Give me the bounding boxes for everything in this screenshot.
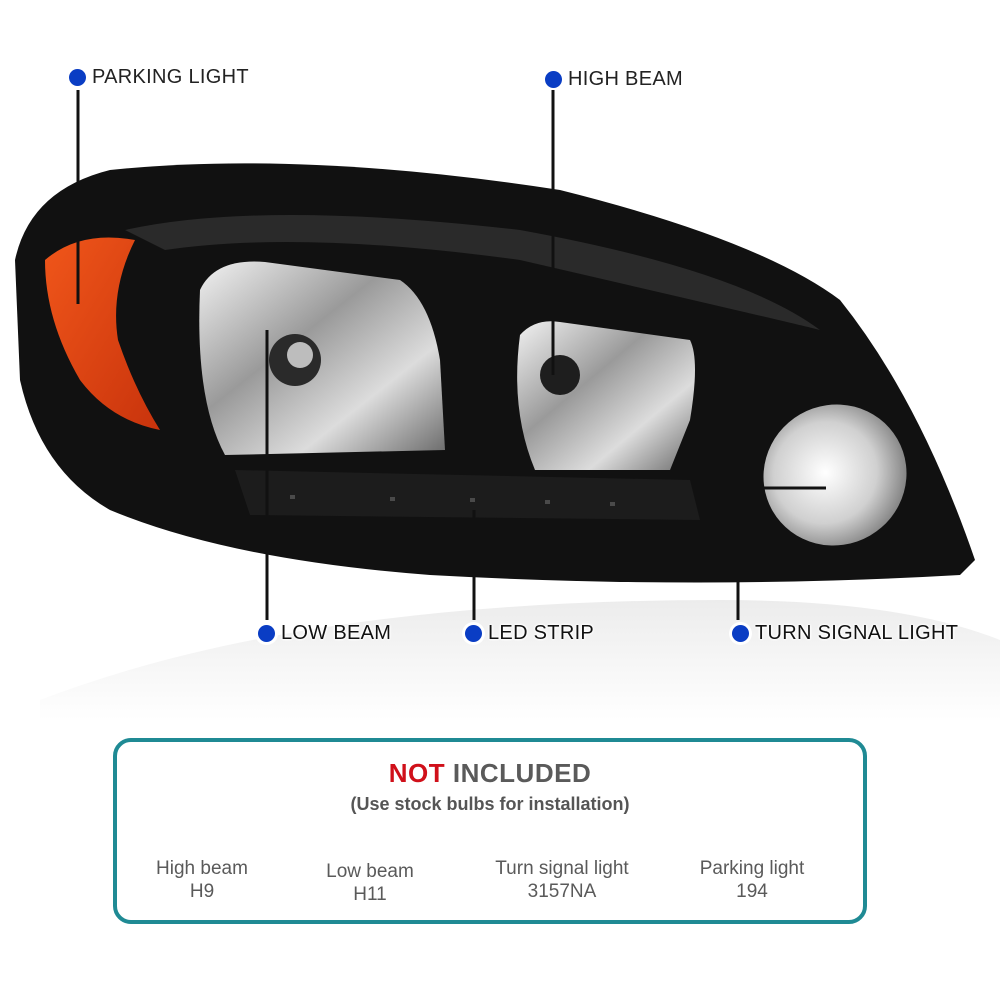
not-included-notice: NOT INCLUDED (Use stock bulbs for instal…	[113, 738, 867, 924]
dot-marker-icon	[545, 71, 562, 88]
bulb-spec-low-beam: Low beam H11	[310, 860, 430, 906]
notice-title-highlight: NOT	[388, 758, 446, 788]
bulb-label: Parking light	[699, 858, 805, 879]
callout-turn-signal-light: TURN SIGNAL LIGHT	[732, 622, 958, 645]
callout-led-strip: LED STRIP	[465, 622, 594, 645]
notice-subtitle: (Use stock bulbs for installation)	[350, 794, 630, 814]
bulb-spec-parking-light: Parking light 194	[677, 857, 827, 903]
bulb-value: 3157NA	[527, 881, 597, 902]
dot-marker-icon	[258, 625, 275, 642]
callout-label: HIGH BEAM	[568, 68, 683, 90]
bulb-spec-high-beam: High beam H9	[142, 857, 262, 903]
bulb-value: 194	[736, 881, 768, 902]
callout-high-beam: HIGH BEAM	[545, 68, 683, 91]
dot-marker-icon	[69, 69, 86, 86]
bulb-value: H9	[189, 881, 215, 902]
bulb-value: H11	[353, 884, 387, 905]
bulb-label: Low beam	[326, 861, 414, 882]
callout-label: LOW BEAM	[281, 622, 392, 644]
callout-label: LED STRIP	[488, 622, 595, 644]
dot-marker-icon	[732, 625, 749, 642]
callout-low-beam: LOW BEAM	[258, 622, 391, 645]
bulb-spec-turn-signal: Turn signal light 3157NA	[472, 857, 652, 903]
callout-label: TURN SIGNAL LIGHT	[755, 622, 959, 644]
notice-title-rest: INCLUDED	[452, 758, 592, 788]
notice-title: NOT INCLUDED	[117, 758, 863, 789]
callout-label: PARKING LIGHT	[92, 66, 249, 88]
callout-parking-light: PARKING LIGHT	[69, 66, 249, 89]
bulb-label: Turn signal light	[495, 858, 629, 879]
dot-marker-icon	[465, 625, 482, 642]
bulb-label: High beam	[156, 858, 248, 879]
